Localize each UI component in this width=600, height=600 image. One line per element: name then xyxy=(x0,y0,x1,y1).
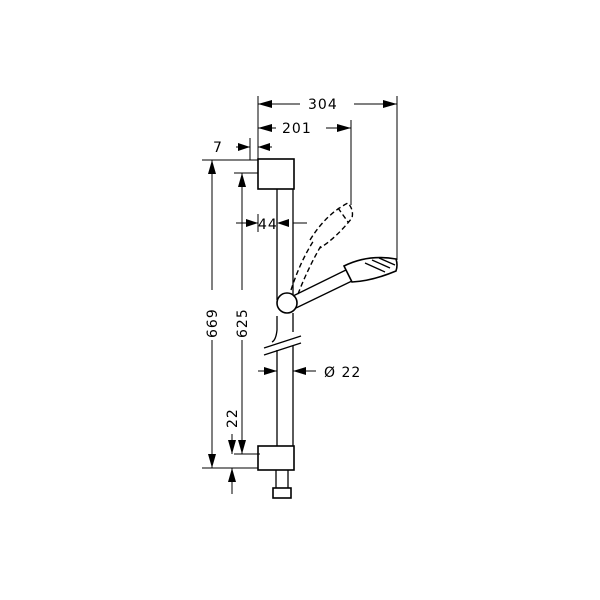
dim-label-201: 201 xyxy=(282,121,312,137)
dimension-625: 625 xyxy=(234,172,260,455)
dim-label-22-bottom: 22 xyxy=(225,408,241,428)
dimension-22-bottom: 22 xyxy=(222,408,241,494)
arrow-head xyxy=(238,143,250,151)
arrow-head xyxy=(208,160,216,174)
arrow-head xyxy=(238,440,246,454)
arrow-head xyxy=(383,100,397,108)
dimension-44: 44 xyxy=(236,214,307,233)
dimension-diameter-22: Ø 22 xyxy=(258,356,361,381)
lower-wall-bracket xyxy=(257,445,295,471)
dimension-201: 201 xyxy=(258,120,352,205)
dim-label-304: 304 xyxy=(308,97,338,113)
hose-connection xyxy=(272,470,292,499)
arrow-head xyxy=(258,100,272,108)
arrow-head xyxy=(208,454,216,468)
rail-bar-lower xyxy=(271,313,294,446)
slider-joint xyxy=(276,292,298,314)
arrow-head xyxy=(228,440,236,454)
dim-label-669: 669 xyxy=(205,308,221,338)
arrow-head xyxy=(277,219,289,227)
arrow-head xyxy=(337,124,351,132)
dim-label-diameter-22: Ø 22 xyxy=(324,365,361,381)
rail-bar-upper xyxy=(276,189,294,300)
dim-label-44: 44 xyxy=(258,217,278,233)
dimension-669: 669 xyxy=(202,159,258,469)
hand-shower-dashed xyxy=(290,202,354,295)
arrow-head xyxy=(258,124,272,132)
arrow-head xyxy=(238,173,246,187)
upper-wall-bracket xyxy=(257,158,295,190)
dimension-7: 7 xyxy=(213,138,272,160)
dim-label-625: 625 xyxy=(235,308,251,338)
arrow-head xyxy=(264,367,277,375)
dim-label-7: 7 xyxy=(213,140,223,156)
arrow-head xyxy=(293,367,306,375)
rail-break-marks xyxy=(263,335,302,356)
arrow-head xyxy=(258,143,270,151)
arrow-head xyxy=(228,468,236,482)
hand-shower-solid xyxy=(292,256,398,309)
arrow-head xyxy=(246,219,258,227)
shower-rail-assembly xyxy=(257,158,398,499)
